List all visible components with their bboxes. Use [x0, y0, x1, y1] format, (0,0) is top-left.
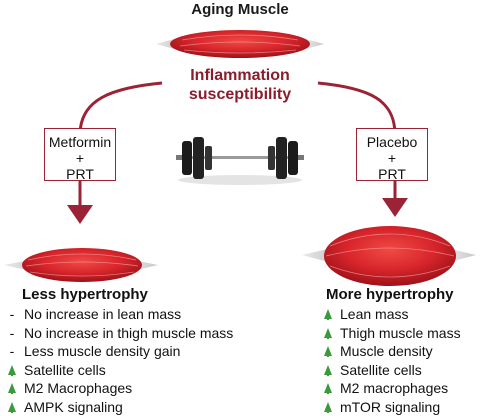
left-muscle-icon: [4, 248, 158, 282]
dash-marker: -: [6, 305, 18, 324]
placebo-prt-box: Placebo + PRT: [356, 128, 428, 181]
list-item: M2 Macrophages: [6, 379, 233, 398]
list-item: Muscle density: [322, 342, 461, 361]
list-item: -No increase in lean mass: [6, 305, 233, 324]
dash-marker: -: [6, 324, 18, 343]
list-item: Lean mass: [322, 305, 461, 324]
up-arrow-icon: [6, 361, 18, 380]
up-arrow-icon: [322, 361, 334, 380]
box-line: +: [45, 150, 115, 166]
list-item-text: mTOR signaling: [340, 398, 440, 416]
list-item: Thigh muscle mass: [322, 324, 461, 343]
metformin-prt-box: Metformin + PRT: [44, 128, 116, 181]
up-arrow-icon: [322, 305, 334, 324]
box-line: PRT: [45, 166, 115, 182]
list-item: -Less muscle density gain: [6, 342, 233, 361]
list-item-text: Thigh muscle mass: [340, 324, 461, 343]
inflammation-label-line1: Inflammation: [140, 66, 340, 85]
left-outcome-list: -No increase in lean mass-No increase in…: [6, 305, 233, 416]
list-item: Satellite cells: [322, 361, 461, 380]
barbell-icon: [176, 137, 304, 185]
list-item-text: Satellite cells: [340, 361, 422, 380]
up-arrow-icon: [322, 379, 334, 398]
muscle-icon: [156, 30, 324, 58]
inflammation-label-line2: susceptibility: [140, 85, 340, 104]
right-heading: More hypertrophy: [326, 286, 454, 303]
list-item: Satellite cells: [6, 361, 233, 380]
list-item-text: M2 macrophages: [340, 379, 448, 398]
box-line: Metformin: [45, 134, 115, 150]
list-item-text: No increase in lean mass: [24, 305, 181, 324]
box-line: +: [357, 150, 427, 166]
box-line: PRT: [357, 166, 427, 182]
list-item-text: Lean mass: [340, 305, 408, 324]
box-line: Placebo: [357, 134, 427, 150]
right-muscle-icon: [302, 226, 476, 286]
up-arrow-icon: [322, 398, 334, 416]
up-arrow-icon: [6, 398, 18, 416]
left-heading: Less hypertrophy: [22, 286, 148, 303]
list-item: M2 macrophages: [322, 379, 461, 398]
list-item-text: Muscle density: [340, 342, 433, 361]
list-item-text: Satellite cells: [24, 361, 106, 380]
list-item-text: M2 Macrophages: [24, 379, 132, 398]
list-item-text: No increase in thigh muscle mass: [24, 324, 233, 343]
list-item-text: AMPK signaling: [24, 398, 123, 416]
list-item: -No increase in thigh muscle mass: [6, 324, 233, 343]
diagram-title: Aging Muscle: [0, 1, 480, 18]
up-arrow-icon: [322, 342, 334, 361]
list-item-text: Less muscle density gain: [24, 342, 180, 361]
dash-marker: -: [6, 342, 18, 361]
list-item: mTOR signaling: [322, 398, 461, 416]
inflammation-label: Inflammation susceptibility: [140, 66, 340, 104]
list-item: AMPK signaling: [6, 398, 233, 416]
up-arrow-icon: [322, 324, 334, 343]
up-arrow-icon: [6, 379, 18, 398]
